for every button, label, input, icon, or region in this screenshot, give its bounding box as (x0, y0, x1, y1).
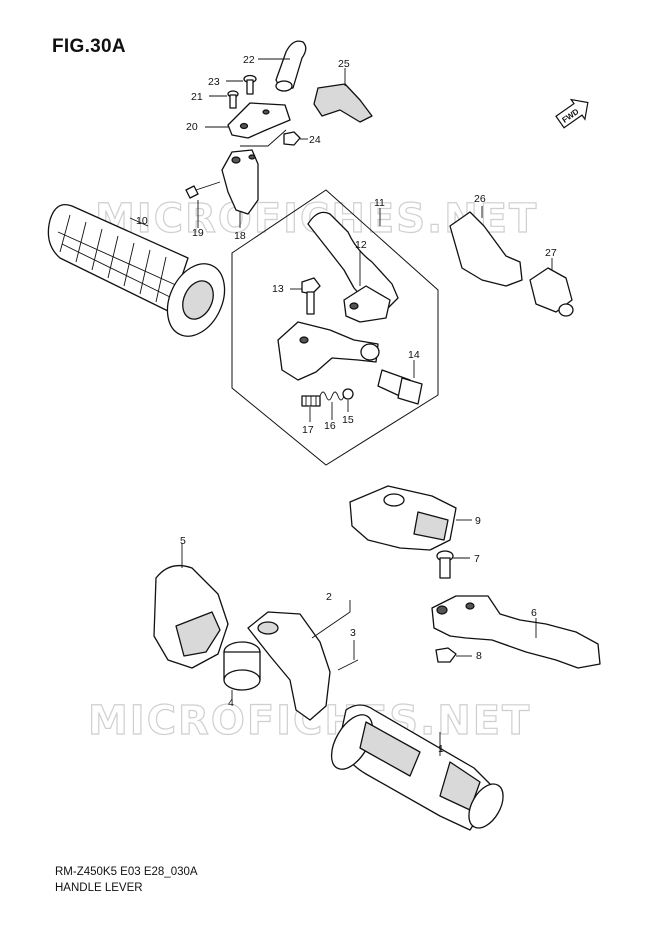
part-21-screw (209, 90, 239, 109)
callout-3: 3 (350, 627, 356, 639)
part-17-spring (301, 395, 321, 422)
callout-8: 8 (476, 650, 482, 662)
part-perch-body (277, 321, 380, 381)
callout-1: 1 (438, 743, 444, 755)
callout-5: 5 (180, 535, 186, 547)
part-1-grip (330, 704, 504, 831)
part-3-screw (337, 640, 359, 671)
part-6-brake-lever (431, 595, 601, 669)
part-24-nut (283, 131, 308, 146)
callout-16: 16 (324, 420, 336, 432)
part-26-cover (449, 206, 523, 287)
callout-7: 7 (474, 553, 480, 565)
part-25-cover (313, 68, 373, 123)
part-14-adjuster (377, 360, 423, 405)
callout-6: 6 (531, 607, 537, 619)
callout-12: 12 (355, 239, 367, 251)
callout-15: 15 (342, 414, 354, 426)
callout-21: 21 (191, 91, 203, 103)
callout-23: 23 (208, 76, 220, 88)
figure-title: FIG.30A (52, 36, 126, 57)
part-4-collar (223, 641, 261, 700)
part-10-grip (47, 203, 226, 337)
part-23-screw (226, 74, 257, 95)
part-20-bracket (205, 102, 291, 139)
diagram-code: RM-Z450K5 E03 E28_030A (55, 866, 198, 878)
callout-14: 14 (408, 349, 420, 361)
callout-10: 10 (136, 215, 148, 227)
part-13-bolt (290, 277, 321, 315)
callout-11: 11 (374, 197, 385, 209)
callout-20: 20 (186, 121, 198, 133)
part-16-spring (319, 391, 345, 420)
part-5-throttle-housing (153, 544, 229, 669)
part-2-throttle-tube (247, 600, 351, 721)
callout-18: 18 (234, 230, 246, 242)
callout-19: 19 (192, 227, 204, 239)
callout-27: 27 (545, 247, 557, 259)
part-8-nut (435, 647, 472, 663)
callout-2: 2 (326, 591, 332, 603)
assembly-frame (231, 189, 439, 466)
callout-26: 26 (474, 193, 486, 205)
callout-13: 13 (272, 283, 284, 295)
diagram-name: HANDLE LEVER (55, 882, 143, 894)
callout-25: 25 (338, 58, 350, 70)
part-19-bolt (185, 181, 221, 228)
callout-9: 9 (475, 515, 481, 527)
part-12-plate (343, 250, 391, 323)
part-7-bolt (436, 550, 470, 579)
fwd-arrow-icon: FWD (555, 98, 589, 129)
part-22-cable-adjuster (258, 40, 307, 92)
part-27-knob (529, 258, 574, 317)
callout-17: 17 (302, 424, 314, 436)
part-9-guard (349, 485, 472, 551)
callout-4: 4 (228, 697, 234, 709)
part-18-clamp (221, 129, 287, 228)
callout-22: 22 (243, 54, 255, 66)
callout-24: 24 (309, 134, 321, 146)
part-15-ball (342, 388, 354, 412)
